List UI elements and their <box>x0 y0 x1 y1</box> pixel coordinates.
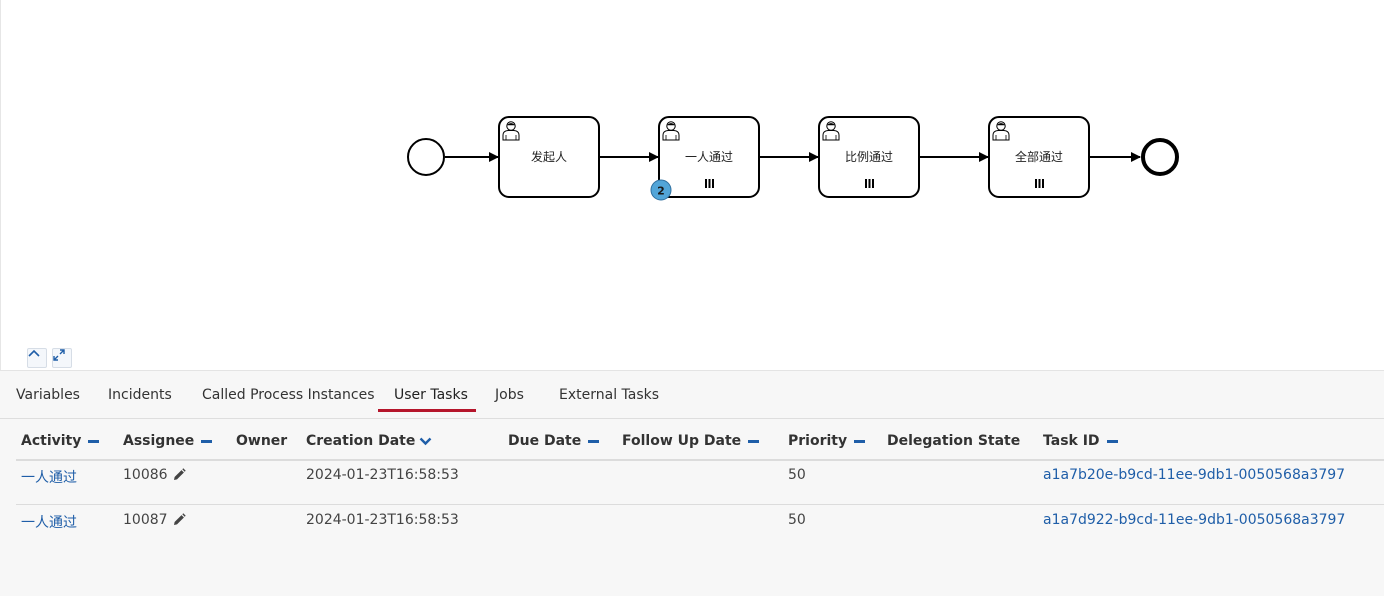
fullscreen-button[interactable] <box>52 348 72 368</box>
tab-called-process-instances[interactable]: Called Process Instances <box>202 387 375 403</box>
user-task[interactable]: 全部通过 <box>988 116 1090 198</box>
creation-date-cell: 2024-01-23T16:58:53 <box>306 467 459 483</box>
column-label: Priority <box>788 433 848 449</box>
task-label: 发起人 <box>531 149 567 164</box>
sort-icon[interactable] <box>588 439 600 443</box>
user-task[interactable]: 发起人 <box>498 116 600 198</box>
bpmn-canvas[interactable]: 发起人 一人通过 2 比例通过 全部通过 <box>1 0 1384 370</box>
column-label: Task ID <box>1043 433 1100 449</box>
assignee-cell: 10087 <box>123 512 186 528</box>
sort-icon[interactable] <box>854 439 866 443</box>
tab-variables[interactable]: Variables <box>16 387 80 403</box>
assignee-value: 10087 <box>123 512 168 528</box>
column-header-due-date[interactable]: Due Date <box>508 433 600 449</box>
task-label: 比例通过 <box>845 150 893 164</box>
row-divider <box>16 504 1384 505</box>
active-tab-indicator <box>378 409 476 412</box>
column-header-creation-date[interactable]: Creation Date <box>306 433 432 449</box>
column-label: Assignee <box>123 433 195 449</box>
badge-count: 2 <box>657 185 665 198</box>
sort-icon[interactable] <box>88 439 100 443</box>
user-task[interactable]: 一人通过 2 <box>650 116 760 201</box>
sort-icon[interactable] <box>748 439 760 443</box>
process-diagram[interactable]: 发起人 一人通过 2 比例通过 全部通过 <box>0 0 1384 370</box>
column-header-follow-up-date[interactable]: Follow Up Date <box>622 433 760 449</box>
task-id-link[interactable]: a1a7d922-b9cd-11ee-9db1-0050568a3797 <box>1043 512 1346 528</box>
end-event[interactable] <box>1141 138 1179 176</box>
task-label: 全部通过 <box>1015 149 1063 164</box>
parallel-marker-icon <box>705 179 714 188</box>
assignee-value: 10086 <box>123 467 168 483</box>
column-label: Due Date <box>508 433 582 449</box>
column-header-activity[interactable]: Activity <box>21 433 100 449</box>
column-header-assignee[interactable]: Assignee <box>123 433 213 449</box>
user-task[interactable]: 比例通过 <box>818 116 920 198</box>
tab-incidents[interactable]: Incidents <box>108 387 172 403</box>
collapse-diagram-button[interactable] <box>27 348 47 368</box>
column-label: Follow Up Date <box>622 433 742 449</box>
activity-link[interactable]: 一人通过 <box>21 515 77 531</box>
pencil-icon[interactable] <box>172 513 186 527</box>
task-label: 一人通过 <box>685 150 733 164</box>
creation-date-cell: 2024-01-23T16:58:53 <box>306 512 459 528</box>
column-label: Activity <box>21 433 82 449</box>
active-instance-badge[interactable]: 2 <box>650 179 672 201</box>
parallel-marker-icon <box>865 179 874 188</box>
column-header-priority[interactable]: Priority <box>788 433 866 449</box>
parallel-marker-icon <box>1035 179 1044 188</box>
tab-user-tasks[interactable]: User Tasks <box>394 387 468 403</box>
column-header-task-id[interactable]: Task ID <box>1043 433 1118 449</box>
assignee-cell: 10086 <box>123 467 186 483</box>
details-panel: Variables Incidents Called Process Insta… <box>0 370 1384 596</box>
chevron-up-icon <box>28 349 40 357</box>
tab-external-tasks[interactable]: External Tasks <box>559 387 660 403</box>
column-label: Owner <box>236 433 288 449</box>
task-id-link[interactable]: a1a7b20e-b9cd-11ee-9db1-0050568a3797 <box>1043 467 1346 483</box>
column-label: Delegation State <box>887 433 1021 449</box>
column-header-owner: Owner <box>236 433 287 449</box>
priority-cell: 50 <box>788 512 806 528</box>
pencil-icon[interactable] <box>172 468 186 482</box>
header-divider <box>16 459 1384 461</box>
tab-jobs[interactable]: Jobs <box>495 387 524 403</box>
activity-link[interactable]: 一人通过 <box>21 470 77 486</box>
priority-cell: 50 <box>788 467 806 483</box>
sort-desc-icon[interactable] <box>419 437 432 446</box>
tab-bar: Variables Incidents Called Process Insta… <box>0 371 1384 419</box>
sort-icon[interactable] <box>201 439 213 443</box>
expand-icon <box>53 349 65 361</box>
sort-icon[interactable] <box>1106 439 1118 443</box>
start-event[interactable] <box>407 138 445 176</box>
column-header-delegation-state: Delegation State <box>887 433 1020 449</box>
column-label: Creation Date <box>306 433 416 449</box>
